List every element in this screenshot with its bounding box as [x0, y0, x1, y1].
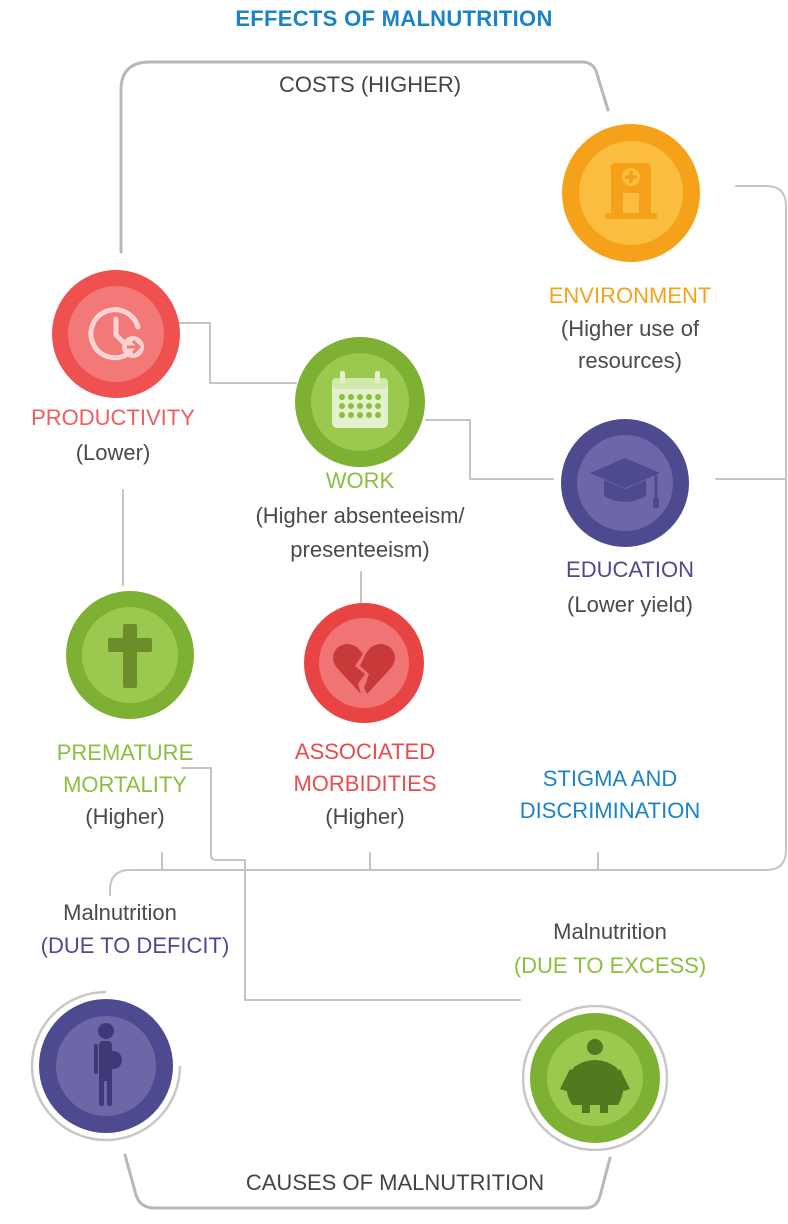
- work-name: WORK: [325, 468, 395, 493]
- broken-heart-icon: [333, 644, 395, 694]
- costs-label: COSTS (HIGHER): [278, 72, 462, 97]
- environment-detail-line2: resources): [578, 348, 682, 373]
- environment-circle: [562, 124, 700, 262]
- work-education-line: [425, 419, 554, 480]
- excess-name: (DUE TO EXCESS): [513, 953, 707, 978]
- education-circle: [561, 419, 689, 547]
- deficit-circle: [30, 990, 182, 1142]
- productivity-detail: (Lower): [75, 440, 151, 465]
- thin-person-icon: [94, 1023, 122, 1106]
- obese-person-icon: [560, 1039, 630, 1113]
- costs-bracket: [119, 60, 610, 254]
- stigma-name-line1: STIGMA AND: [542, 766, 678, 791]
- stigma-name-line2: DISCRIMINATION: [519, 798, 701, 823]
- cross-icon: [108, 624, 152, 688]
- associated-morbidities-circle: [304, 603, 424, 723]
- associated-morbidities-name-line1: ASSOCIATED: [294, 739, 436, 764]
- work-detail-line2: presenteeism): [290, 537, 430, 562]
- work-detail-line1: (Higher absenteeism/: [255, 503, 465, 528]
- calendar-icon: [332, 371, 388, 428]
- environment-name: ENVIRONMENT: [548, 283, 712, 308]
- associated-morbidities-detail: (Higher): [325, 804, 405, 829]
- excess-caption: Malnutrition: [553, 919, 667, 944]
- premature-mortality-name-line1: PREMATURE: [56, 740, 194, 765]
- environment-right-line: [109, 185, 787, 896]
- causes-bracket: [123, 1153, 612, 1210]
- hospital-building-icon: [605, 163, 657, 219]
- environment-detail-line1: (Higher use of: [560, 316, 700, 341]
- causes-label: CAUSES OF MALNUTRITION: [245, 1170, 545, 1195]
- excess-circle: [522, 1005, 668, 1151]
- education-name: EDUCATION: [566, 557, 694, 582]
- productivity-circle: [52, 270, 180, 398]
- graduation-cap-icon: [590, 458, 660, 508]
- deficit-name: (DUE TO DEFICIT): [40, 933, 230, 958]
- premature-mortality-name-line2: MORTALITY: [63, 772, 187, 797]
- productivity-work-line: [177, 322, 297, 384]
- premature-mortality-circle: [66, 591, 194, 719]
- deficit-caption: Malnutrition: [63, 900, 177, 925]
- page-title: EFFECTS OF MALNUTRITION: [235, 6, 553, 31]
- deficit-excess-line: [181, 767, 521, 1001]
- work-circle: [295, 337, 425, 467]
- premature-mortality-detail: (Higher): [85, 804, 165, 829]
- associated-morbidities-name-line2: MORBIDITIES: [293, 771, 437, 796]
- productivity-name: PRODUCTIVITY: [31, 405, 195, 430]
- education-detail: (Lower yield): [567, 592, 693, 617]
